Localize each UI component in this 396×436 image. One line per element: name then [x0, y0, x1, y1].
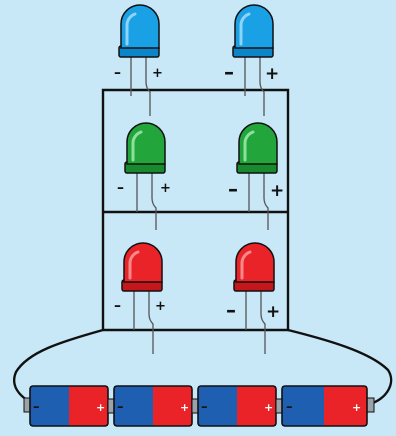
battery-2-negative-half [114, 386, 153, 426]
battery-2-plus-label: + [180, 401, 189, 414]
battery-3-plus-label: + [264, 401, 273, 414]
led-green-left-plus-label: + [160, 181, 171, 196]
battery-pack-negative-cap [23, 397, 31, 413]
led-blue-right-minus-label: – [224, 60, 234, 84]
led-green-right: – + [228, 122, 284, 230]
battery-4-positive-half [324, 386, 367, 426]
battery-2-3-contact [191, 398, 199, 414]
battery-4-negative-half [282, 386, 324, 426]
led-blue-right: – + [224, 4, 279, 116]
wire-left-to-battery [13, 328, 104, 404]
led-blue-left-plus-leg [145, 56, 151, 116]
battery-3-positive-half [237, 386, 276, 426]
led-green-left: – + [117, 122, 171, 230]
wire-right-to-battery [287, 328, 393, 406]
battery-4: – + [281, 385, 368, 427]
led-blue-right-plus-leg [259, 56, 265, 116]
led-blue-left-plus-label: + [152, 66, 163, 81]
led-green-left-plus-leg [151, 172, 157, 230]
led-blue-left: – + [114, 4, 163, 116]
led-red-left-shine [128, 250, 140, 280]
led-green-right-shine [243, 130, 255, 162]
battery-1: – + [29, 385, 109, 427]
battery-1-negative-half [30, 386, 69, 426]
battery-3-negative-half [198, 386, 237, 426]
led-blue-left-minus-label: – [114, 65, 121, 81]
led-red-left-minus-label: – [114, 298, 121, 314]
battery-1-2-contact [107, 398, 115, 414]
battery-3-minus-label: – [201, 400, 208, 415]
battery-3-4-contact [275, 398, 283, 414]
led-blue-right-shine [239, 12, 251, 46]
led-blue-left-shine [125, 12, 137, 46]
led-green-right-plus-leg [263, 172, 269, 230]
led-green-right-minus-label: – [228, 177, 238, 201]
battery-1-positive-half [69, 386, 108, 426]
battery-4-minus-label: – [286, 400, 293, 415]
led-red-left-plus-leg [148, 290, 154, 354]
led-red-left-plus-label: + [155, 299, 166, 314]
led-blue-right-plus-label: + [265, 64, 279, 84]
battery-1-plus-label: + [96, 401, 105, 414]
battery-2-minus-label: – [117, 400, 124, 415]
circuit-wires [13, 88, 393, 406]
led-green-left-shine [131, 130, 143, 162]
battery-4-plus-label: + [352, 401, 361, 414]
led-red-left: – + [114, 242, 166, 354]
battery-2: – + [113, 385, 193, 427]
battery-2-positive-half [153, 386, 192, 426]
battery-pack-positive-cap [366, 397, 375, 413]
led-red-right-minus-label: – [226, 298, 236, 322]
led-green-right-plus-label: + [270, 181, 284, 201]
battery-1-minus-label: – [33, 400, 40, 415]
battery-4-outline [281, 385, 368, 427]
led-green-left-minus-label: – [117, 180, 124, 196]
battery-3: – + [197, 385, 277, 427]
led-red-right: – + [226, 242, 280, 354]
led-red-right-plus-label: + [266, 302, 280, 322]
led-red-right-plus-leg [260, 290, 266, 354]
battery-pack: – + – + – + – + [23, 385, 375, 427]
led-red-right-shine [240, 250, 252, 280]
